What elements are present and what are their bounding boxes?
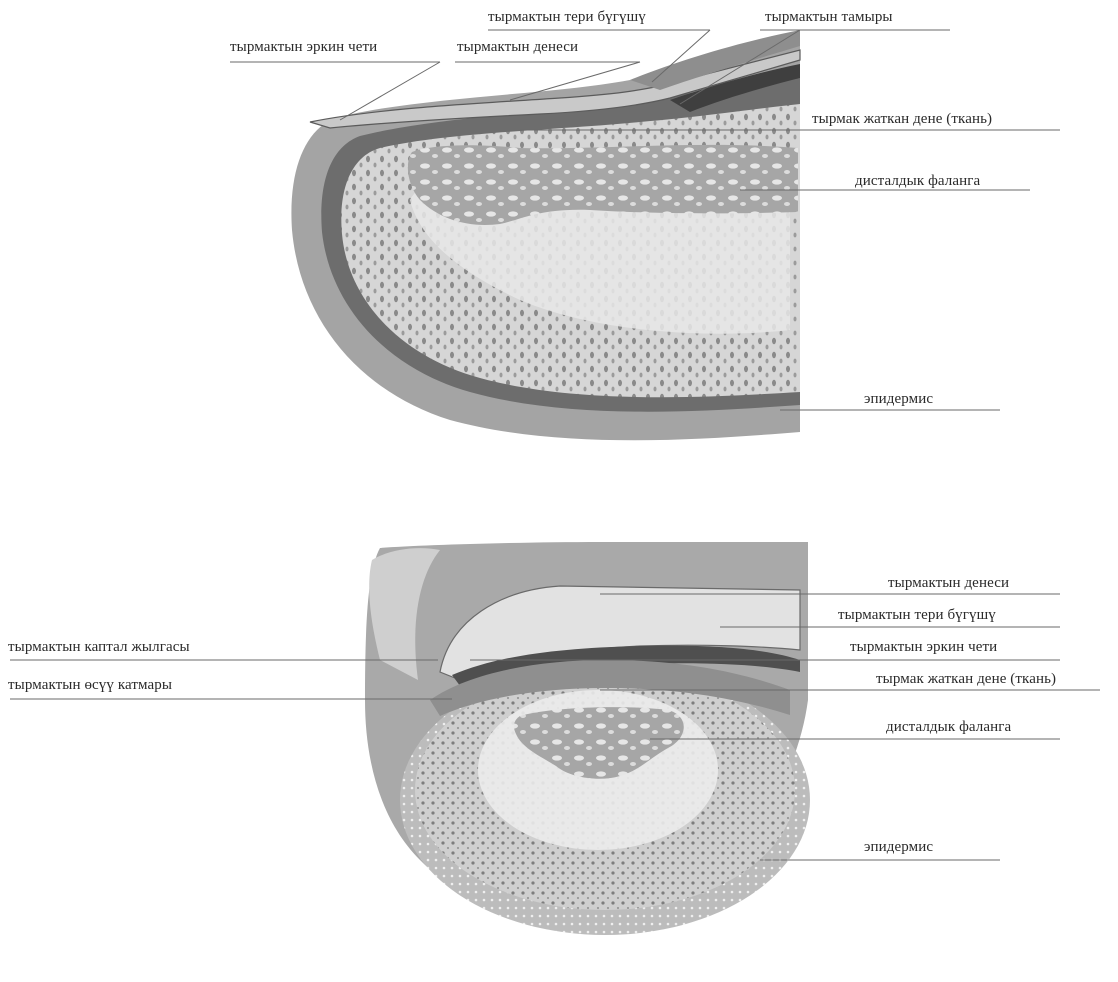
- label-bottom-nail-bed: тырмак жаткан дене (ткань): [876, 670, 1056, 688]
- label-bottom-growth-layer: тырмактын өсүү катмары: [8, 676, 172, 694]
- label-top-epidermis: эпидермис: [864, 390, 933, 408]
- label-top-skin-fold: тырмактын тери бүгүшү: [488, 8, 646, 26]
- label-bottom-nail-body: тырмактын денеси: [888, 574, 1009, 592]
- label-bottom-skin-fold: тырмактын тери бүгүшү: [838, 606, 996, 624]
- label-top-nail-body: тырмактын денеси: [457, 38, 578, 56]
- label-top-free-edge: тырмактын эркин чети: [230, 38, 377, 56]
- label-bottom-epidermis: эпидермис: [864, 838, 933, 856]
- label-top-distal-phalanx: дисталдык фаланга: [855, 172, 980, 190]
- label-bottom-distal-phalanx: дисталдык фаланга: [886, 718, 1011, 736]
- label-bottom-lateral-groove: тырмактын каптал жылгасы: [8, 638, 190, 656]
- label-bottom-free-edge: тырмактын эркин чети: [850, 638, 997, 656]
- label-top-nail-bed: тырмак жаткан дене (ткань): [812, 110, 992, 128]
- label-top-nail-root: тырмактын тамыры: [765, 8, 893, 26]
